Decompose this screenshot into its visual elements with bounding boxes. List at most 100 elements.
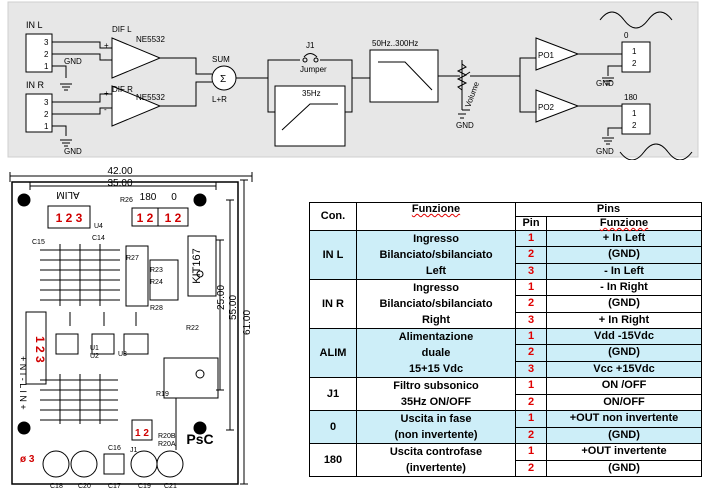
lp-filter — [369, 49, 439, 103]
description-line: 35Hz ON/OFF — [400, 396, 472, 408]
pin-function-cell: + In Right — [546, 311, 702, 330]
description-line: duale — [421, 347, 451, 359]
pin-function-cell: (GND) — [546, 344, 702, 362]
hole-diameter: ø 3 — [20, 454, 35, 465]
gnd-vol: GND — [456, 121, 474, 130]
c17-label: C17 — [108, 483, 121, 490]
lr-label: L+R — [212, 95, 227, 104]
out-0-label: 0 — [624, 31, 629, 40]
header-funzione-2: Funzione — [546, 216, 702, 231]
block-schematic: IN L 3 2 1 IN R 3 2 1 — [7, 1, 699, 160]
j1-label: J1 — [306, 41, 315, 50]
in-r-pin-2: 2 — [44, 110, 49, 119]
r24-label: R24 — [150, 279, 163, 286]
po2-amp — [535, 89, 580, 123]
j1-pcb-label: J1 — [130, 447, 138, 454]
pin-number-cell: 2 — [515, 295, 547, 313]
r28-label: R28 — [150, 305, 163, 312]
table-row: 3+ In Right — [310, 311, 702, 330]
po1-label: PO1 — [538, 51, 555, 60]
pin-number-cell: 1 — [515, 377, 547, 395]
in-l-pcb-connector — [25, 311, 47, 385]
description-line: Bilanciato/sbilanciato — [379, 249, 493, 261]
sum-label: SUM — [212, 55, 230, 64]
in-r-pin-1: 1 — [44, 122, 49, 131]
in-r-pin-3: 3 — [44, 98, 49, 107]
j1-connector — [131, 419, 153, 441]
pin-function-cell: (GND) — [546, 459, 702, 477]
sine-0-icon — [599, 11, 673, 29]
header-pin: Pin — [515, 216, 547, 231]
header-funzione-2-text: Funzione — [599, 217, 649, 229]
pin-function-cell: Vcc +15Vdc — [546, 360, 702, 379]
c14-label: C14 — [92, 235, 105, 242]
pin-number-cell: 1 — [515, 327, 547, 346]
connector-cell: 180 — [309, 443, 357, 477]
description-line: Alimentazione — [398, 331, 474, 343]
c19-label: C19 — [138, 483, 151, 490]
pcb-layout: 42.00 35.00 25.00 55.00 61.00 ALIM 180 0… — [9, 166, 253, 490]
description-line: (invertente) — [406, 462, 466, 474]
sine-180-icon — [619, 143, 693, 160]
lp-label: 50Hz..300Hz — [372, 39, 418, 48]
table-row: 3- In Left — [310, 262, 702, 281]
label-0: 0 — [171, 192, 177, 203]
dif-l-minus: - — [104, 55, 107, 64]
connector-cell: 0 — [309, 410, 357, 444]
j1-pins: 1 2 — [135, 428, 149, 439]
description-line: Left — [425, 265, 447, 277]
in-l-pin-1: 1 — [44, 62, 49, 71]
u4-label: U4 — [94, 223, 103, 230]
dim-25: 25.00 — [216, 285, 227, 310]
connector-cell: ALIM — [309, 328, 357, 378]
out-0-pin-2: 2 — [632, 59, 637, 68]
dim-55: 55.00 — [228, 295, 239, 320]
pin-number-cell: 2 — [515, 459, 547, 477]
c21-label: C21 — [164, 483, 177, 490]
pin-function-cell: +OUT non invertente — [546, 410, 702, 428]
pin-function-cell: Vdd -15Vdc — [546, 327, 702, 346]
dif-r-label: DIF R — [112, 85, 133, 94]
dif-l-plus: + — [104, 41, 109, 50]
kit-connector — [187, 235, 217, 297]
pin-number-cell: 2 — [515, 246, 547, 264]
pin-number-cell: 1 — [515, 443, 547, 461]
in-l-connector — [25, 33, 53, 73]
pin-function-cell: + In Left — [546, 229, 702, 248]
gnd-out-0: GND — [596, 79, 614, 88]
dim-42: 42.00 — [107, 166, 132, 177]
table-row: 2(GND) — [310, 295, 702, 313]
connector-cell: IN R — [309, 279, 357, 329]
description-line: Uscita in fase — [400, 413, 472, 425]
u2-label: U2 — [90, 353, 99, 360]
table-row: 2(GND) — [310, 246, 702, 264]
po2-label: PO2 — [538, 103, 555, 112]
in-l-label: IN L — [26, 20, 43, 30]
dif-r-opamp: NE5532 — [136, 93, 165, 102]
r27-label: R27 — [126, 255, 139, 262]
description-cell: Uscita in fase(non invertente) — [356, 410, 516, 444]
description-line: Ingresso — [413, 233, 459, 245]
c16-label: C16 — [108, 445, 121, 452]
header-funzione-text: Funzione — [411, 203, 461, 215]
pin-number-cell: 1 — [515, 410, 547, 428]
c18-label: C18 — [50, 483, 63, 490]
pin-function-cell: (GND) — [546, 426, 702, 444]
hp-label: 35Hz — [302, 89, 321, 98]
dif-r-amp — [111, 85, 162, 127]
pin-function-cell: ON /OFF — [546, 377, 702, 395]
gnd-r: GND — [64, 147, 82, 156]
out-0-connector — [621, 41, 651, 73]
table-row: 2(GND) — [310, 459, 702, 477]
r20a-label: R20A — [158, 441, 176, 448]
header-funzione: Funzione — [356, 202, 516, 231]
